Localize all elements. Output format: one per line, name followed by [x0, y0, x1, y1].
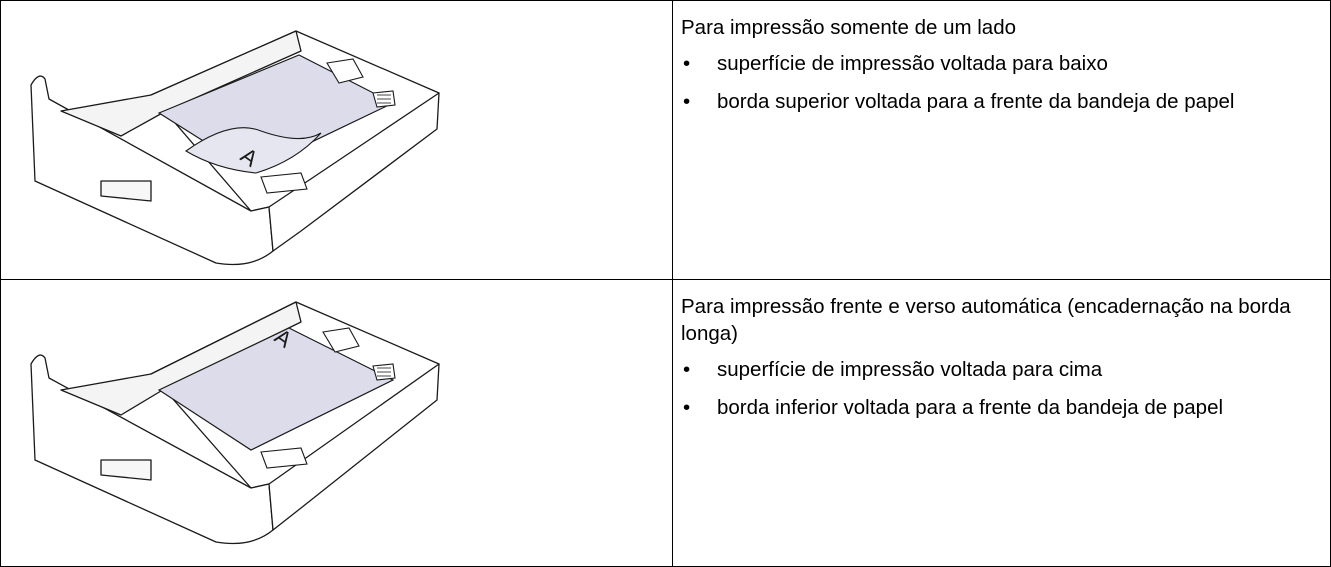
illustration-cell: A	[0, 0, 673, 280]
instruction-cell: Para impressão frente e verso automática…	[672, 279, 1331, 567]
instruction-heading: Para impressão frente e verso automática…	[681, 295, 1291, 345]
bullet-icon: •	[683, 396, 691, 419]
instruction-heading: Para impressão somente de um lado	[681, 16, 1017, 39]
paper-tray-face-up-icon: A	[30, 301, 440, 545]
instruction-list: • superfície de impressão voltada para c…	[681, 356, 1330, 421]
list-item-text: borda superior voltada para a frente da …	[717, 90, 1235, 113]
table-row: A Para impressão frente e verso automáti…	[0, 279, 1331, 567]
list-item: • superfície de impressão voltada para c…	[681, 356, 1330, 383]
bullet-icon: •	[683, 90, 691, 113]
paper-tray-face-down-icon: A	[30, 30, 440, 266]
illustration-cell: A	[0, 279, 673, 567]
list-item: • superfície de impressão voltada para b…	[681, 50, 1330, 77]
list-item-text: superfície de impressão voltada para bai…	[717, 52, 1108, 75]
list-item-text: superfície de impressão voltada para cim…	[717, 358, 1103, 381]
list-item-text: borda inferior voltada para a frente da …	[717, 396, 1224, 419]
instruction-cell: Para impressão somente de um lado • supe…	[672, 0, 1331, 280]
list-item: • borda inferior voltada para a frente d…	[681, 394, 1330, 421]
list-item: • borda superior voltada para a frente d…	[681, 88, 1330, 115]
table-row: A Para impressão somente de um lado •	[0, 0, 1331, 280]
bullet-icon: •	[683, 358, 691, 381]
instruction-list: • superfície de impressão voltada para b…	[681, 50, 1330, 115]
bullet-icon: •	[683, 52, 691, 75]
